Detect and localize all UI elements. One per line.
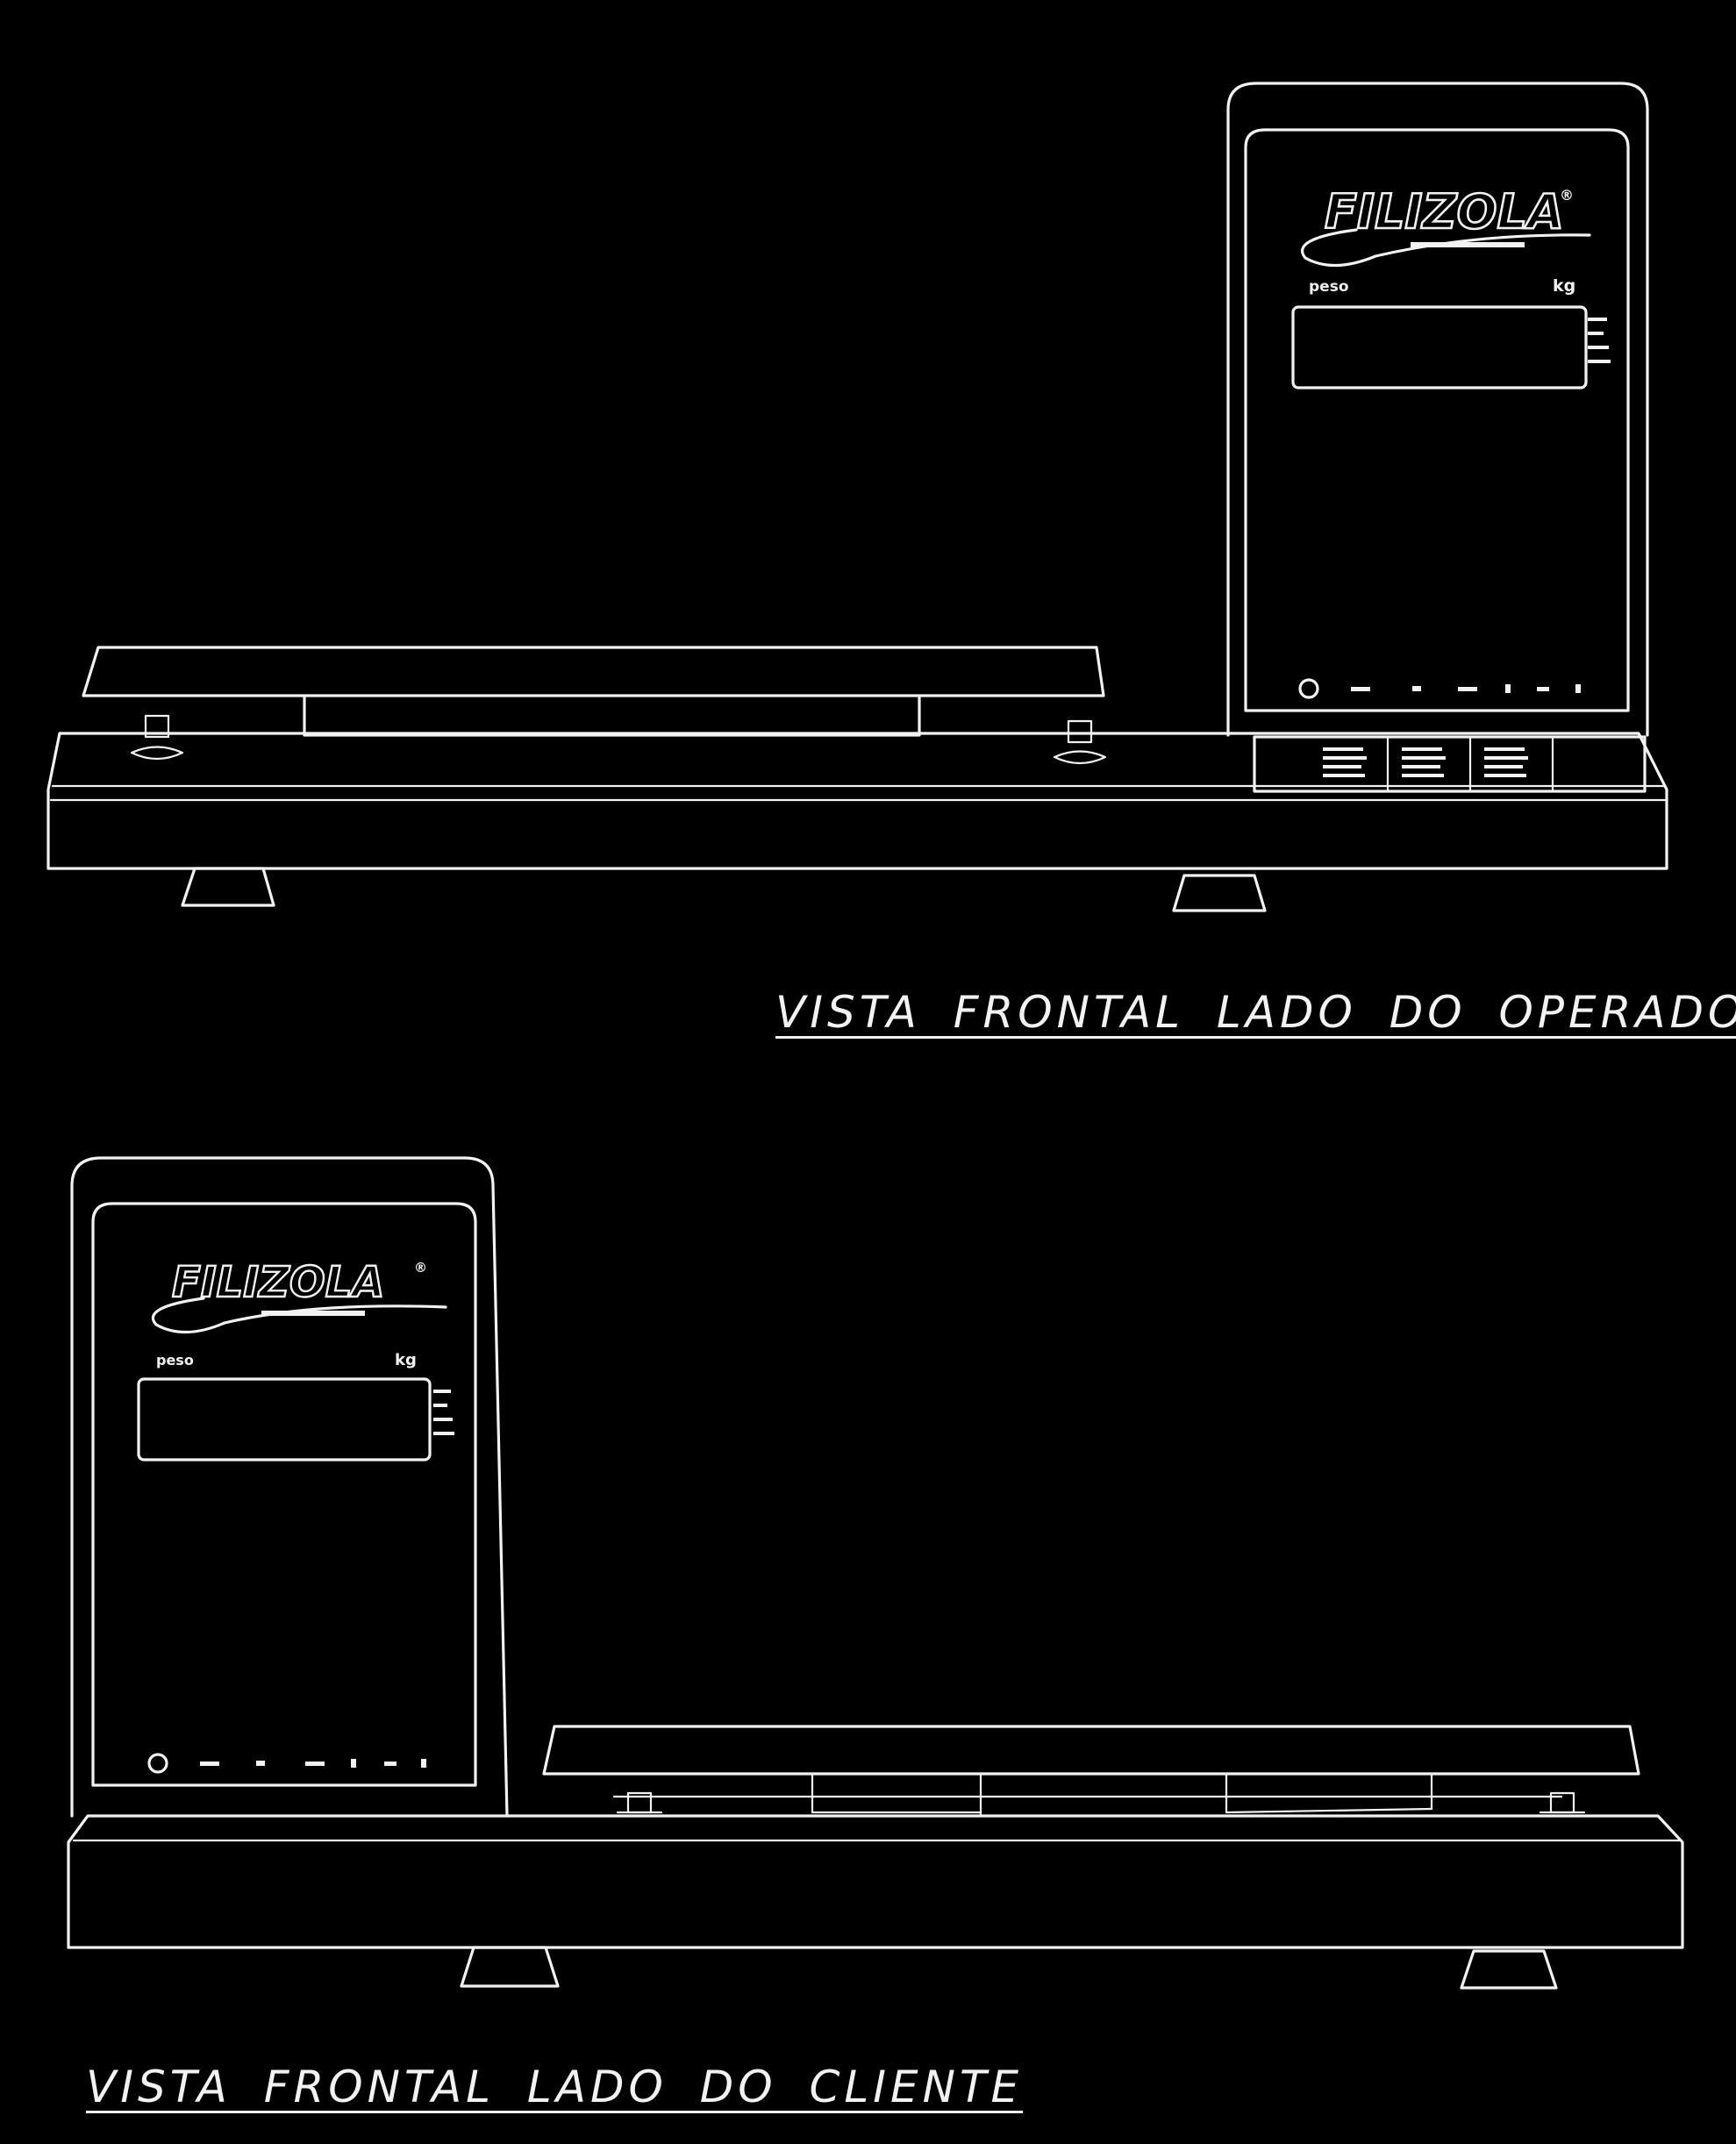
operator-brand-name: FILIZOLA <box>1325 184 1564 239</box>
client-bolt-right <box>1539 1791 1586 1814</box>
client-unit-label: kg <box>395 1351 417 1369</box>
client-indicator-marks <box>433 1390 454 1435</box>
client-tray-support <box>612 1772 1563 1818</box>
client-platform-tray <box>542 1725 1640 1776</box>
client-brand-logo: FILIZOLA ® <box>151 1257 447 1334</box>
operator-side-view: FILIZOLA ® peso kg <box>46 82 1668 912</box>
client-bolt-left <box>616 1791 663 1814</box>
operator-trademark: ® <box>1560 187 1574 204</box>
client-scale-base <box>67 1814 1684 1949</box>
operator-status-row <box>1298 678 1581 699</box>
client-status-row <box>147 1753 426 1774</box>
operator-weight-readout <box>1291 305 1588 389</box>
operator-bolt-right <box>1053 719 1107 765</box>
operator-view-caption: VISTA FRONTAL LADO DO OPERADOR <box>775 987 1736 1038</box>
client-display-tower <box>70 1156 509 1818</box>
operator-keypad-panel <box>1253 735 1647 793</box>
client-trademark: ® <box>414 1260 427 1276</box>
operator-brand-logo: FILIZOLA ® <box>1300 183 1591 268</box>
operator-foot-left <box>181 867 275 907</box>
operator-foot-right <box>1172 874 1267 912</box>
client-side-view: FILIZOLA ® peso kg <box>67 1156 1684 1990</box>
operator-logo-swoosh <box>1300 228 1591 268</box>
operator-display-tower <box>1226 82 1649 737</box>
operator-platform-tray <box>82 646 1105 697</box>
client-logo-swoosh <box>151 1297 447 1334</box>
client-foot-left <box>460 1946 560 1988</box>
operator-unit-label: kg <box>1553 276 1575 296</box>
client-display-face <box>91 1202 477 1787</box>
operator-indicator-marks <box>1588 318 1611 363</box>
operator-tray-support <box>303 694 921 737</box>
client-weight-label: peso <box>156 1352 194 1369</box>
operator-display-face <box>1244 128 1630 712</box>
client-brand-name: FILIZOLA <box>172 1258 384 1307</box>
client-weight-readout <box>137 1377 432 1461</box>
client-foot-right <box>1460 1949 1558 1990</box>
operator-bolt-left <box>130 714 184 761</box>
operator-weight-label: peso <box>1309 278 1349 296</box>
operator-scale-base <box>46 732 1668 870</box>
client-view-caption: VISTA FRONTAL LADO DO CLIENTE <box>86 2062 1024 2112</box>
